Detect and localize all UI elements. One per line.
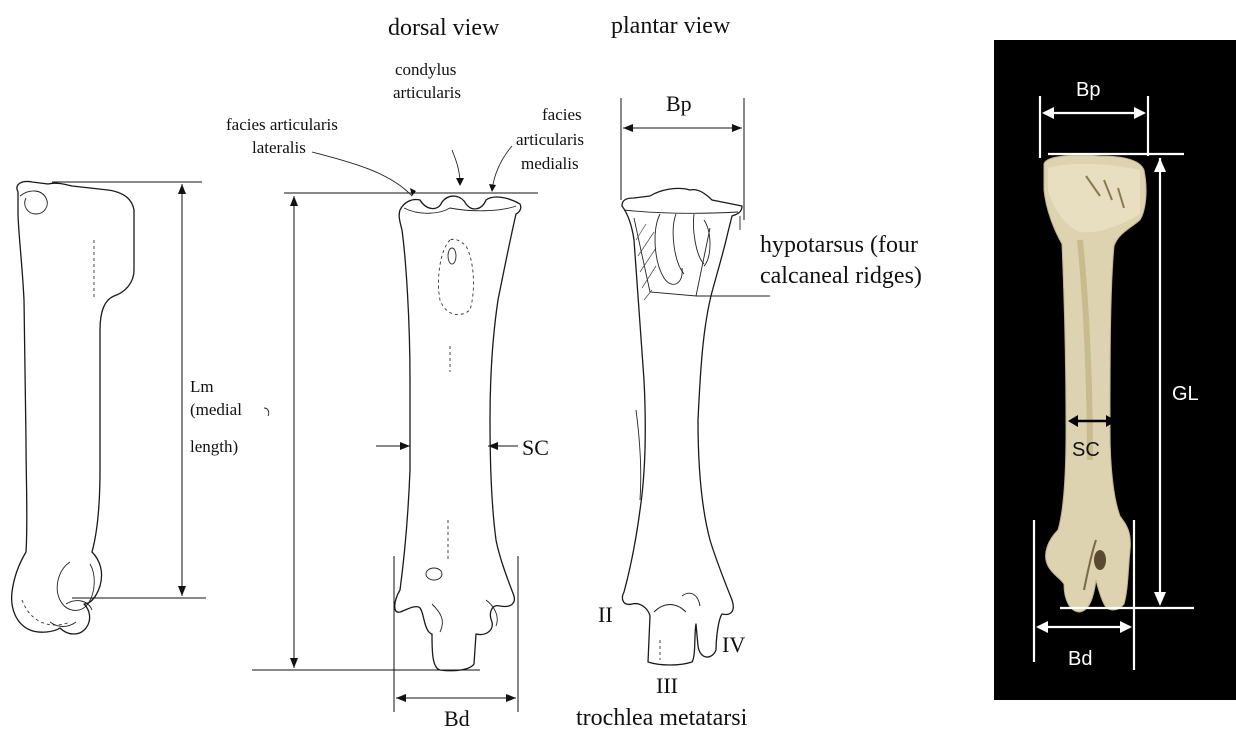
hypotarsus-label-2: calcaneal ridges) <box>760 263 922 289</box>
lm-label-medial: (medial <box>190 400 242 419</box>
dorsal-view-title: dorsal view <box>388 15 500 41</box>
hypotarsus-label-1: hypotarsus (four <box>760 232 918 258</box>
facies-medialis-label-1: facies <box>542 105 582 124</box>
facies-medialis-label-3: medialis <box>521 154 579 173</box>
lm-dimension <box>52 182 206 598</box>
facies-medialis-label-2: articularis <box>516 130 584 149</box>
sc-arrows-drawing <box>376 442 518 450</box>
plantar-view-title: plantar view <box>611 13 731 39</box>
photo-bd-label: Bd <box>1068 648 1092 670</box>
trochlea-label: trochlea metatarsi <box>576 705 748 731</box>
condylus-label-2: articularis <box>393 83 461 102</box>
digit-iii-label: III <box>656 673 678 698</box>
lateral-view-bone <box>12 181 134 634</box>
plantar-view-bone <box>622 188 770 665</box>
sc-label: SC <box>522 435 549 460</box>
bd-dimension-drawing <box>394 556 518 712</box>
photo-bp-label: Bp <box>1076 79 1100 101</box>
bd-label: Bd <box>444 706 470 731</box>
digit-ii-label: II <box>598 602 613 627</box>
photo-gl-label: GL <box>1172 383 1199 405</box>
bp-dimension-drawing <box>621 98 744 220</box>
lm-label: Lm <box>190 377 214 396</box>
digit-iv-label: IV <box>722 632 745 657</box>
condylus-label-1: condylus <box>395 60 456 79</box>
annotation-leaders <box>312 146 512 196</box>
bp-label: Bp <box>666 91 692 116</box>
photo-panel <box>994 40 1236 700</box>
dorsal-view-bone <box>395 196 521 671</box>
dorsal-length-dimension <box>252 193 538 670</box>
facies-lateralis-label-1: facies articularis <box>226 115 338 134</box>
photo-sc-label: SC <box>1072 439 1100 461</box>
facies-lateralis-label-2: lateralis <box>252 138 306 157</box>
lm-label-length: length) <box>190 437 238 456</box>
